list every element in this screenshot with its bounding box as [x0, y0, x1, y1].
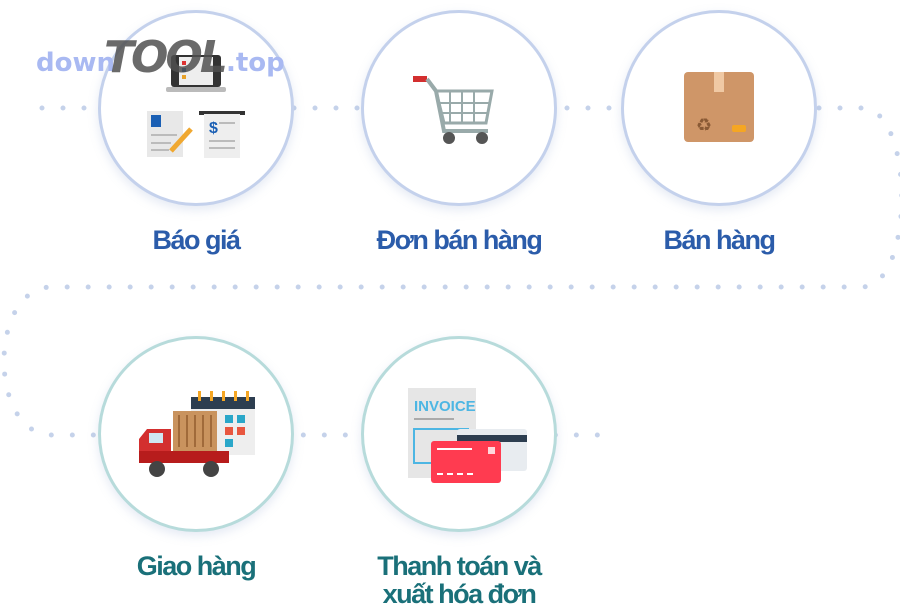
step-circle: INVOICE — [361, 336, 557, 532]
step-label: Đơn bán hàng — [376, 225, 543, 255]
step-ban-hang[interactable]: ♻ Bán hàng — [621, 10, 817, 254]
step-label: Giao hàng — [136, 551, 257, 581]
step-label: Báo giá — [152, 225, 241, 255]
step-bao-gia[interactable]: $ Báo giá — [98, 10, 294, 254]
watermark-part: down — [36, 48, 116, 78]
step-circle: $ — [98, 10, 294, 206]
svg-text:INVOICE: INVOICE — [414, 398, 476, 415]
invoice-card-icon: INVOICE — [408, 388, 527, 483]
svg-text:$: $ — [209, 120, 218, 137]
step-label: Bán hàng — [663, 225, 776, 255]
step-don-ban-hang[interactable]: Đơn bán hàng — [361, 10, 557, 254]
svg-text:♻: ♻ — [696, 115, 712, 136]
quotation-icon: $ — [147, 55, 245, 158]
step-circle — [361, 10, 557, 206]
watermark-part: .top — [226, 48, 285, 78]
delivery-truck-icon — [139, 391, 255, 477]
step-circle — [98, 336, 294, 532]
watermark-part: TOOL — [104, 32, 228, 83]
step-label: Thanh toán và xuất hóa đơn — [377, 551, 542, 609]
package-box-icon: ♻ — [684, 72, 754, 142]
step-circle: ♻ — [621, 10, 817, 206]
step-giao-hang[interactable]: Giao hàng — [98, 336, 294, 580]
shopping-cart-icon — [413, 76, 494, 144]
step-thanh-toan[interactable]: INVOICE Thanh toán và xuất hóa đơn — [361, 336, 557, 608]
